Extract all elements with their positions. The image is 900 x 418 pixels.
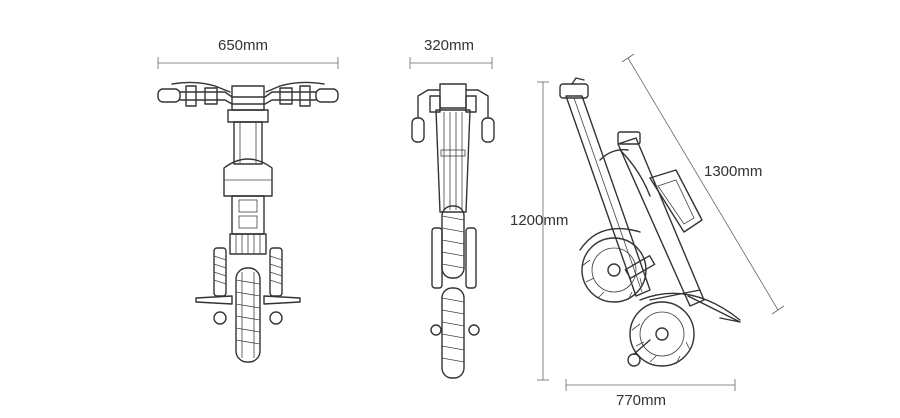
front-body xyxy=(223,158,273,255)
front-width-label: 650mm xyxy=(218,37,269,54)
front-footrests xyxy=(195,295,301,325)
side-handles xyxy=(411,83,495,143)
side-wheels xyxy=(441,205,465,379)
folded-suspension xyxy=(624,254,701,367)
front-suspension xyxy=(213,247,283,297)
folded-height-dimension-line xyxy=(537,81,549,381)
folded-fenders xyxy=(579,227,741,323)
folded-body xyxy=(599,131,705,307)
front-width-dimension-line xyxy=(157,57,339,69)
folded-diagonal-dimension-line xyxy=(621,53,785,315)
front-view xyxy=(157,57,339,363)
side-width-label: 320mm xyxy=(424,37,475,54)
side-view xyxy=(409,57,495,379)
folded-diagonal-label: 1300mm xyxy=(704,163,763,180)
front-stem xyxy=(227,109,269,165)
folded-height-label: 1200mm xyxy=(510,212,569,229)
side-stem xyxy=(435,109,471,213)
folded-view xyxy=(537,53,785,391)
front-wheel xyxy=(235,267,261,363)
folded-length-dimension-line xyxy=(565,379,736,391)
side-fork xyxy=(430,227,480,336)
folded-length-label: 770mm xyxy=(616,392,667,409)
front-handlebar xyxy=(157,81,339,111)
side-width-dimension-line xyxy=(409,57,493,69)
